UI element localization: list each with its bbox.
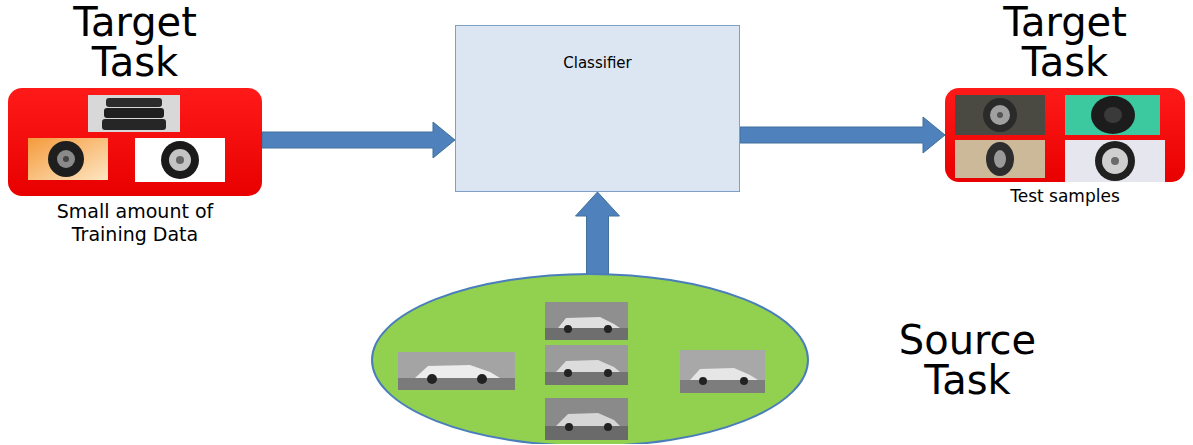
- task-panel: Target Task Test samples: [945, 2, 1185, 206]
- process-box: Classifier: [455, 25, 740, 192]
- block-arrow: [262, 122, 455, 158]
- task-panel: Target Task Small amount of Training Dat…: [8, 2, 262, 246]
- task-heading: Target Task: [955, 2, 1175, 82]
- source-label: Source Task: [860, 320, 1075, 400]
- block-arrow: [576, 192, 620, 274]
- task-heading: Target Task: [25, 2, 245, 82]
- block-arrow: [740, 117, 945, 153]
- red-panel: [945, 88, 1185, 182]
- box-label: Classifier: [456, 26, 739, 72]
- tire-photos: [8, 88, 262, 196]
- tire-photos: [945, 88, 1185, 182]
- source-ellipse: Source Task: [370, 268, 810, 444]
- red-panel: [8, 88, 262, 196]
- car-photos: [370, 268, 810, 444]
- panel-caption: Small amount of Training Data: [35, 200, 235, 246]
- panel-caption: Test samples: [1010, 186, 1120, 206]
